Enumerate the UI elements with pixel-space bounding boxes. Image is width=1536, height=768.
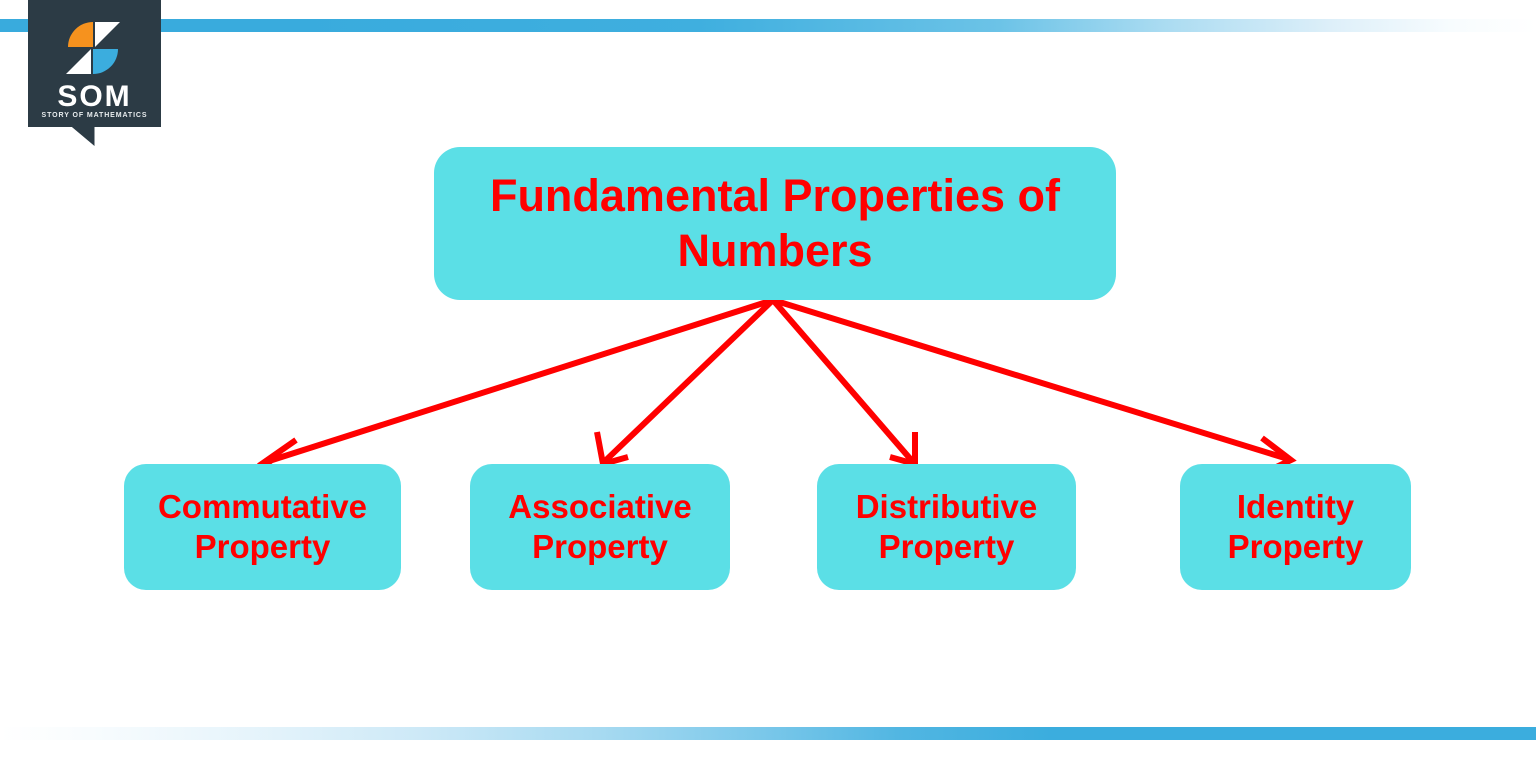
node-distributive-property[interactable]: Distributive Property [817,464,1076,590]
node-root-label: Fundamental Properties of Numbers [489,169,1061,276]
node-commutative-label: Commutative Property [157,487,368,565]
node-identity-property[interactable]: Identity Property [1180,464,1411,590]
arrow-to-identity [772,297,1297,475]
logo-tagline: STORY OF MATHEMATICS [41,112,148,119]
som-logo[interactable]: SOM STORY OF MATHEMATICS [28,0,161,146]
node-associative-property[interactable]: Associative Property [470,464,730,590]
node-fundamental-properties-of-numbers[interactable]: Fundamental Properties of Numbers [434,147,1116,300]
node-associative-label: Associative Property [508,487,692,565]
logo-wordmark: SOM [57,80,132,113]
node-commutative-property[interactable]: Commutative Property [124,464,401,590]
bottom-accent-bar [0,727,1536,740]
node-distributive-label: Distributive Property [855,487,1038,565]
som-monogram-icon [66,22,120,74]
arrow-to-distributive [770,298,918,468]
top-accent-bar [0,19,1536,32]
arrow-to-associative [594,297,776,468]
node-identity-label: Identity Property [1227,487,1364,565]
arrow-to-commutative [256,297,774,477]
